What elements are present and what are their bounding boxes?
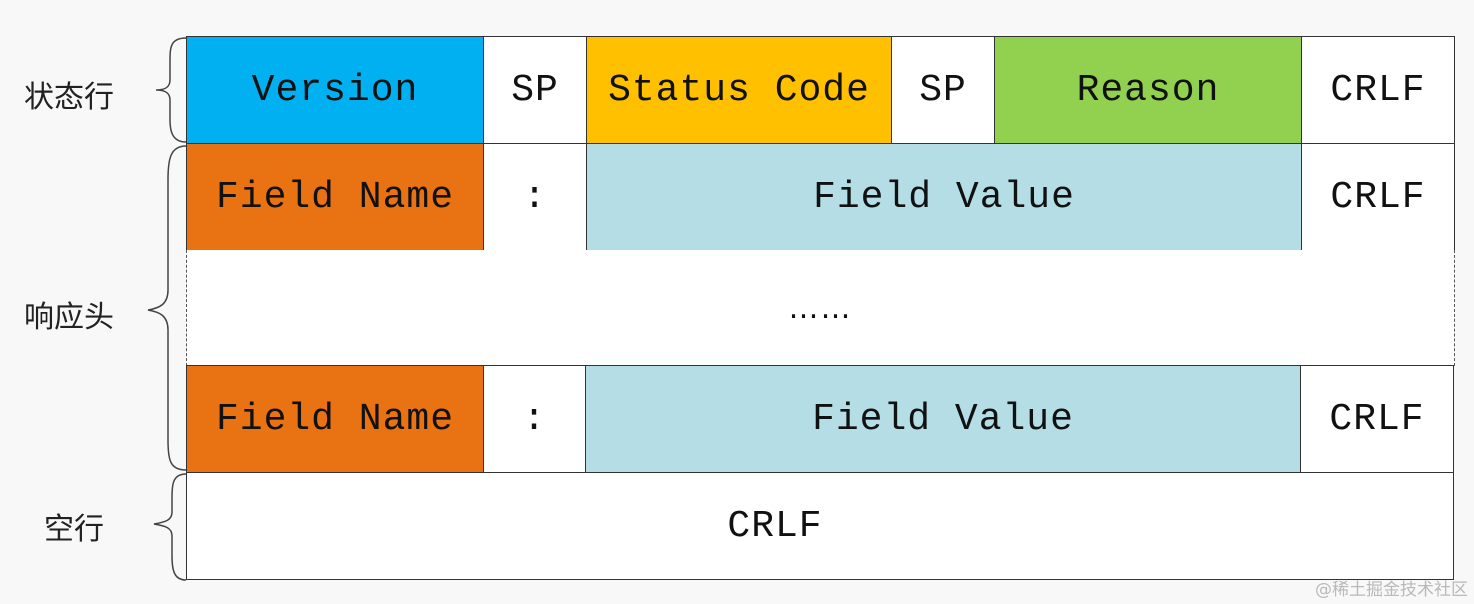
field-name-cell: Field Name: [186, 143, 484, 251]
version-cell: Version: [186, 36, 484, 144]
status-code-cell: Status Code: [586, 36, 892, 144]
colon-cell: :: [483, 365, 586, 473]
ellipsis-row: ……: [186, 250, 1455, 366]
headers-label: 响应头: [24, 300, 114, 335]
sp-cell-2: SP: [891, 36, 995, 144]
reason-cell: Reason: [994, 36, 1302, 144]
header-crlf-cell: CRLF: [1301, 143, 1455, 251]
watermark: @稀土掘金技术社区: [1315, 580, 1468, 600]
field-name-cell: Field Name: [186, 365, 484, 473]
headers-brace: [147, 145, 187, 471]
blank-line-brace: [153, 473, 187, 581]
field-value-cell: Field Value: [586, 143, 1302, 251]
colon-cell: :: [483, 143, 587, 251]
header-crlf-cell: CRLF: [1300, 365, 1454, 473]
sp-cell-1: SP: [483, 36, 587, 144]
status-line-brace: [155, 37, 187, 143]
field-value-cell: Field Value: [585, 365, 1301, 473]
group-braces: [147, 37, 187, 581]
status-line-label: 状态行: [24, 80, 114, 115]
blank-line-crlf-cell: CRLF: [186, 472, 1454, 580]
status-crlf-cell: CRLF: [1301, 36, 1455, 144]
blank-line-label: 空行: [44, 512, 104, 547]
